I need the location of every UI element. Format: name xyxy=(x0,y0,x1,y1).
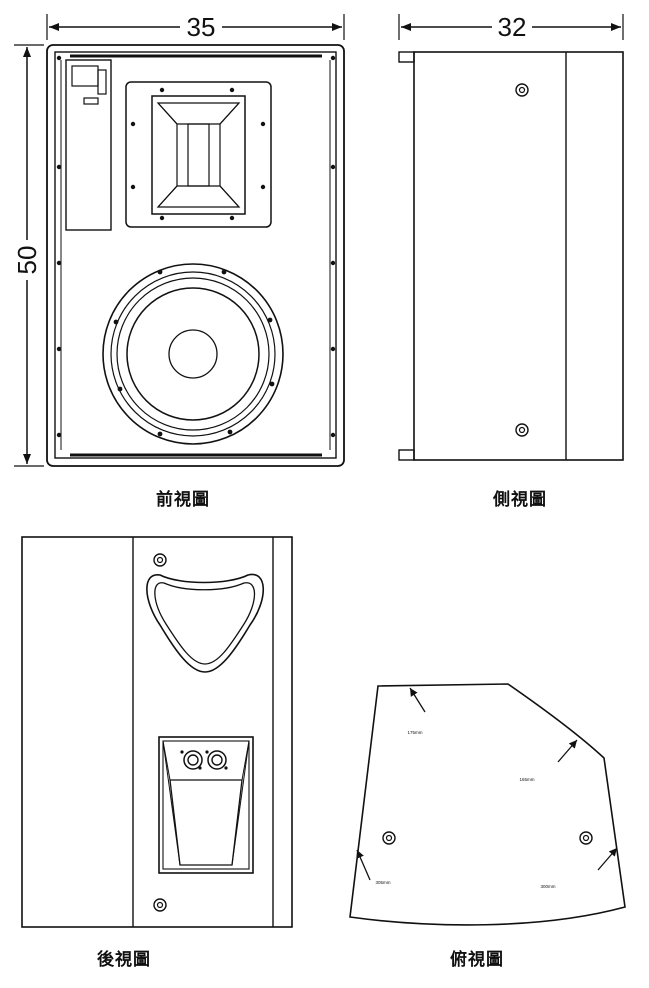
caption-back-view: 後視圖 xyxy=(97,950,151,970)
side-depth-dimension xyxy=(398,14,624,40)
caption-front-view: 前視圖 xyxy=(156,490,210,510)
front-view xyxy=(14,14,345,467)
top-dim-label-a: 175mm xyxy=(407,730,422,735)
front-height-dimension xyxy=(14,44,44,467)
front-width-dimension xyxy=(46,14,345,40)
dimension-width-label: 35 xyxy=(187,12,216,42)
ring-screws xyxy=(153,83,593,912)
back-cabinet-outline xyxy=(21,536,293,928)
input-connector-box xyxy=(65,59,112,231)
top-dim-label-c: 305mm xyxy=(375,880,390,885)
dimension-depth-label: 32 xyxy=(498,12,527,42)
back-view xyxy=(21,536,293,928)
front-cabinet-inner xyxy=(54,51,337,459)
woofer xyxy=(102,263,284,445)
dimension-height-label: 50 xyxy=(12,246,42,275)
front-cabinet-outline xyxy=(46,44,345,467)
rear-connector-plate xyxy=(158,736,254,874)
fastener-dots xyxy=(56,55,336,770)
carry-handle xyxy=(146,573,265,673)
top-dim-label-b: 165mm xyxy=(519,777,534,782)
top-dim-label-d: 300mm xyxy=(540,884,555,889)
top-view xyxy=(349,683,626,926)
caption-side-view: 側視圖 xyxy=(493,490,547,510)
horn-tweeter xyxy=(125,81,272,228)
top-view-arrows xyxy=(356,687,618,881)
side-cabinet-outline xyxy=(413,51,624,461)
caption-top-view: 俯視圖 xyxy=(450,950,504,970)
side-view xyxy=(398,14,624,461)
top-view-outline xyxy=(349,683,626,926)
